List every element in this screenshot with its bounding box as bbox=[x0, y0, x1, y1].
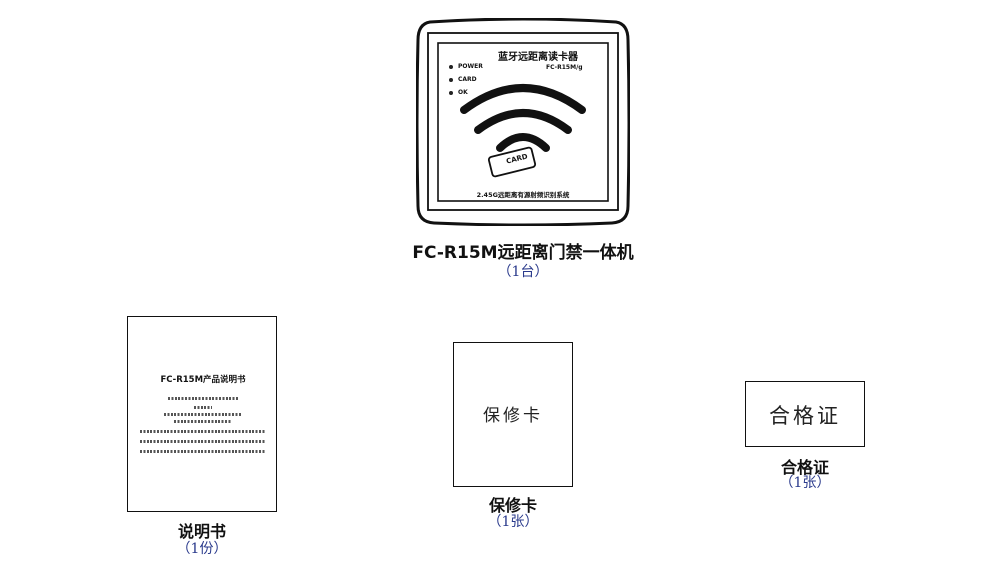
manual-text-placeholder bbox=[140, 430, 266, 433]
manual-quantity: （1份） bbox=[176, 541, 228, 557]
warranty-quantity: （1张） bbox=[487, 514, 539, 530]
wifi-arc-inner bbox=[496, 133, 550, 152]
led-dot-icon bbox=[449, 64, 453, 69]
manual-illustration: FC-R15M产品说明书 bbox=[127, 316, 277, 512]
manual-text-placeholder bbox=[164, 413, 242, 416]
manual-text-placeholder bbox=[140, 440, 266, 443]
wifi-arc-outer bbox=[460, 84, 586, 114]
led-dot-icon bbox=[449, 90, 453, 95]
led-power: POWER bbox=[449, 63, 483, 70]
manual-text-placeholder bbox=[140, 450, 266, 453]
manual-text-placeholder bbox=[168, 397, 238, 400]
wifi-arc-middle bbox=[474, 109, 572, 134]
warranty-caption: 保修卡 bbox=[488, 496, 537, 515]
device-screen-model: FC-R15M/g bbox=[546, 64, 583, 71]
device-quantity: （1台） bbox=[497, 264, 549, 280]
certificate-illustration: 合格证 bbox=[745, 381, 865, 447]
certificate-caption: 合格证 bbox=[780, 458, 829, 477]
certificate-text: 合格证 bbox=[769, 404, 841, 428]
card-icon bbox=[487, 146, 537, 178]
device-caption: FC-R15M远距离门禁一体机 bbox=[412, 243, 634, 263]
manual-title: FC-R15M产品说明书 bbox=[160, 375, 246, 385]
device-bottom-text: 2.45G远距离有源射频识别系统 bbox=[476, 191, 570, 199]
manual-caption: 说明书 bbox=[177, 522, 226, 541]
warranty-card-illustration: 保修卡 bbox=[453, 342, 573, 487]
led-card: CARD bbox=[449, 76, 477, 83]
led-ok: OK bbox=[449, 89, 468, 96]
device-screen-title: 蓝牙远距离读卡器 bbox=[498, 52, 578, 63]
led-dot-icon bbox=[449, 77, 453, 82]
device-illustration: 蓝牙远距离读卡器 FC-R15M/g POWER CARD OK CARD 2.… bbox=[416, 18, 630, 226]
certificate-quantity: （1张） bbox=[779, 475, 831, 491]
warranty-card-text: 保修卡 bbox=[483, 406, 543, 426]
manual-text-placeholder bbox=[194, 406, 212, 409]
manual-text-placeholder bbox=[174, 420, 232, 423]
reader-device-outline bbox=[416, 18, 630, 226]
